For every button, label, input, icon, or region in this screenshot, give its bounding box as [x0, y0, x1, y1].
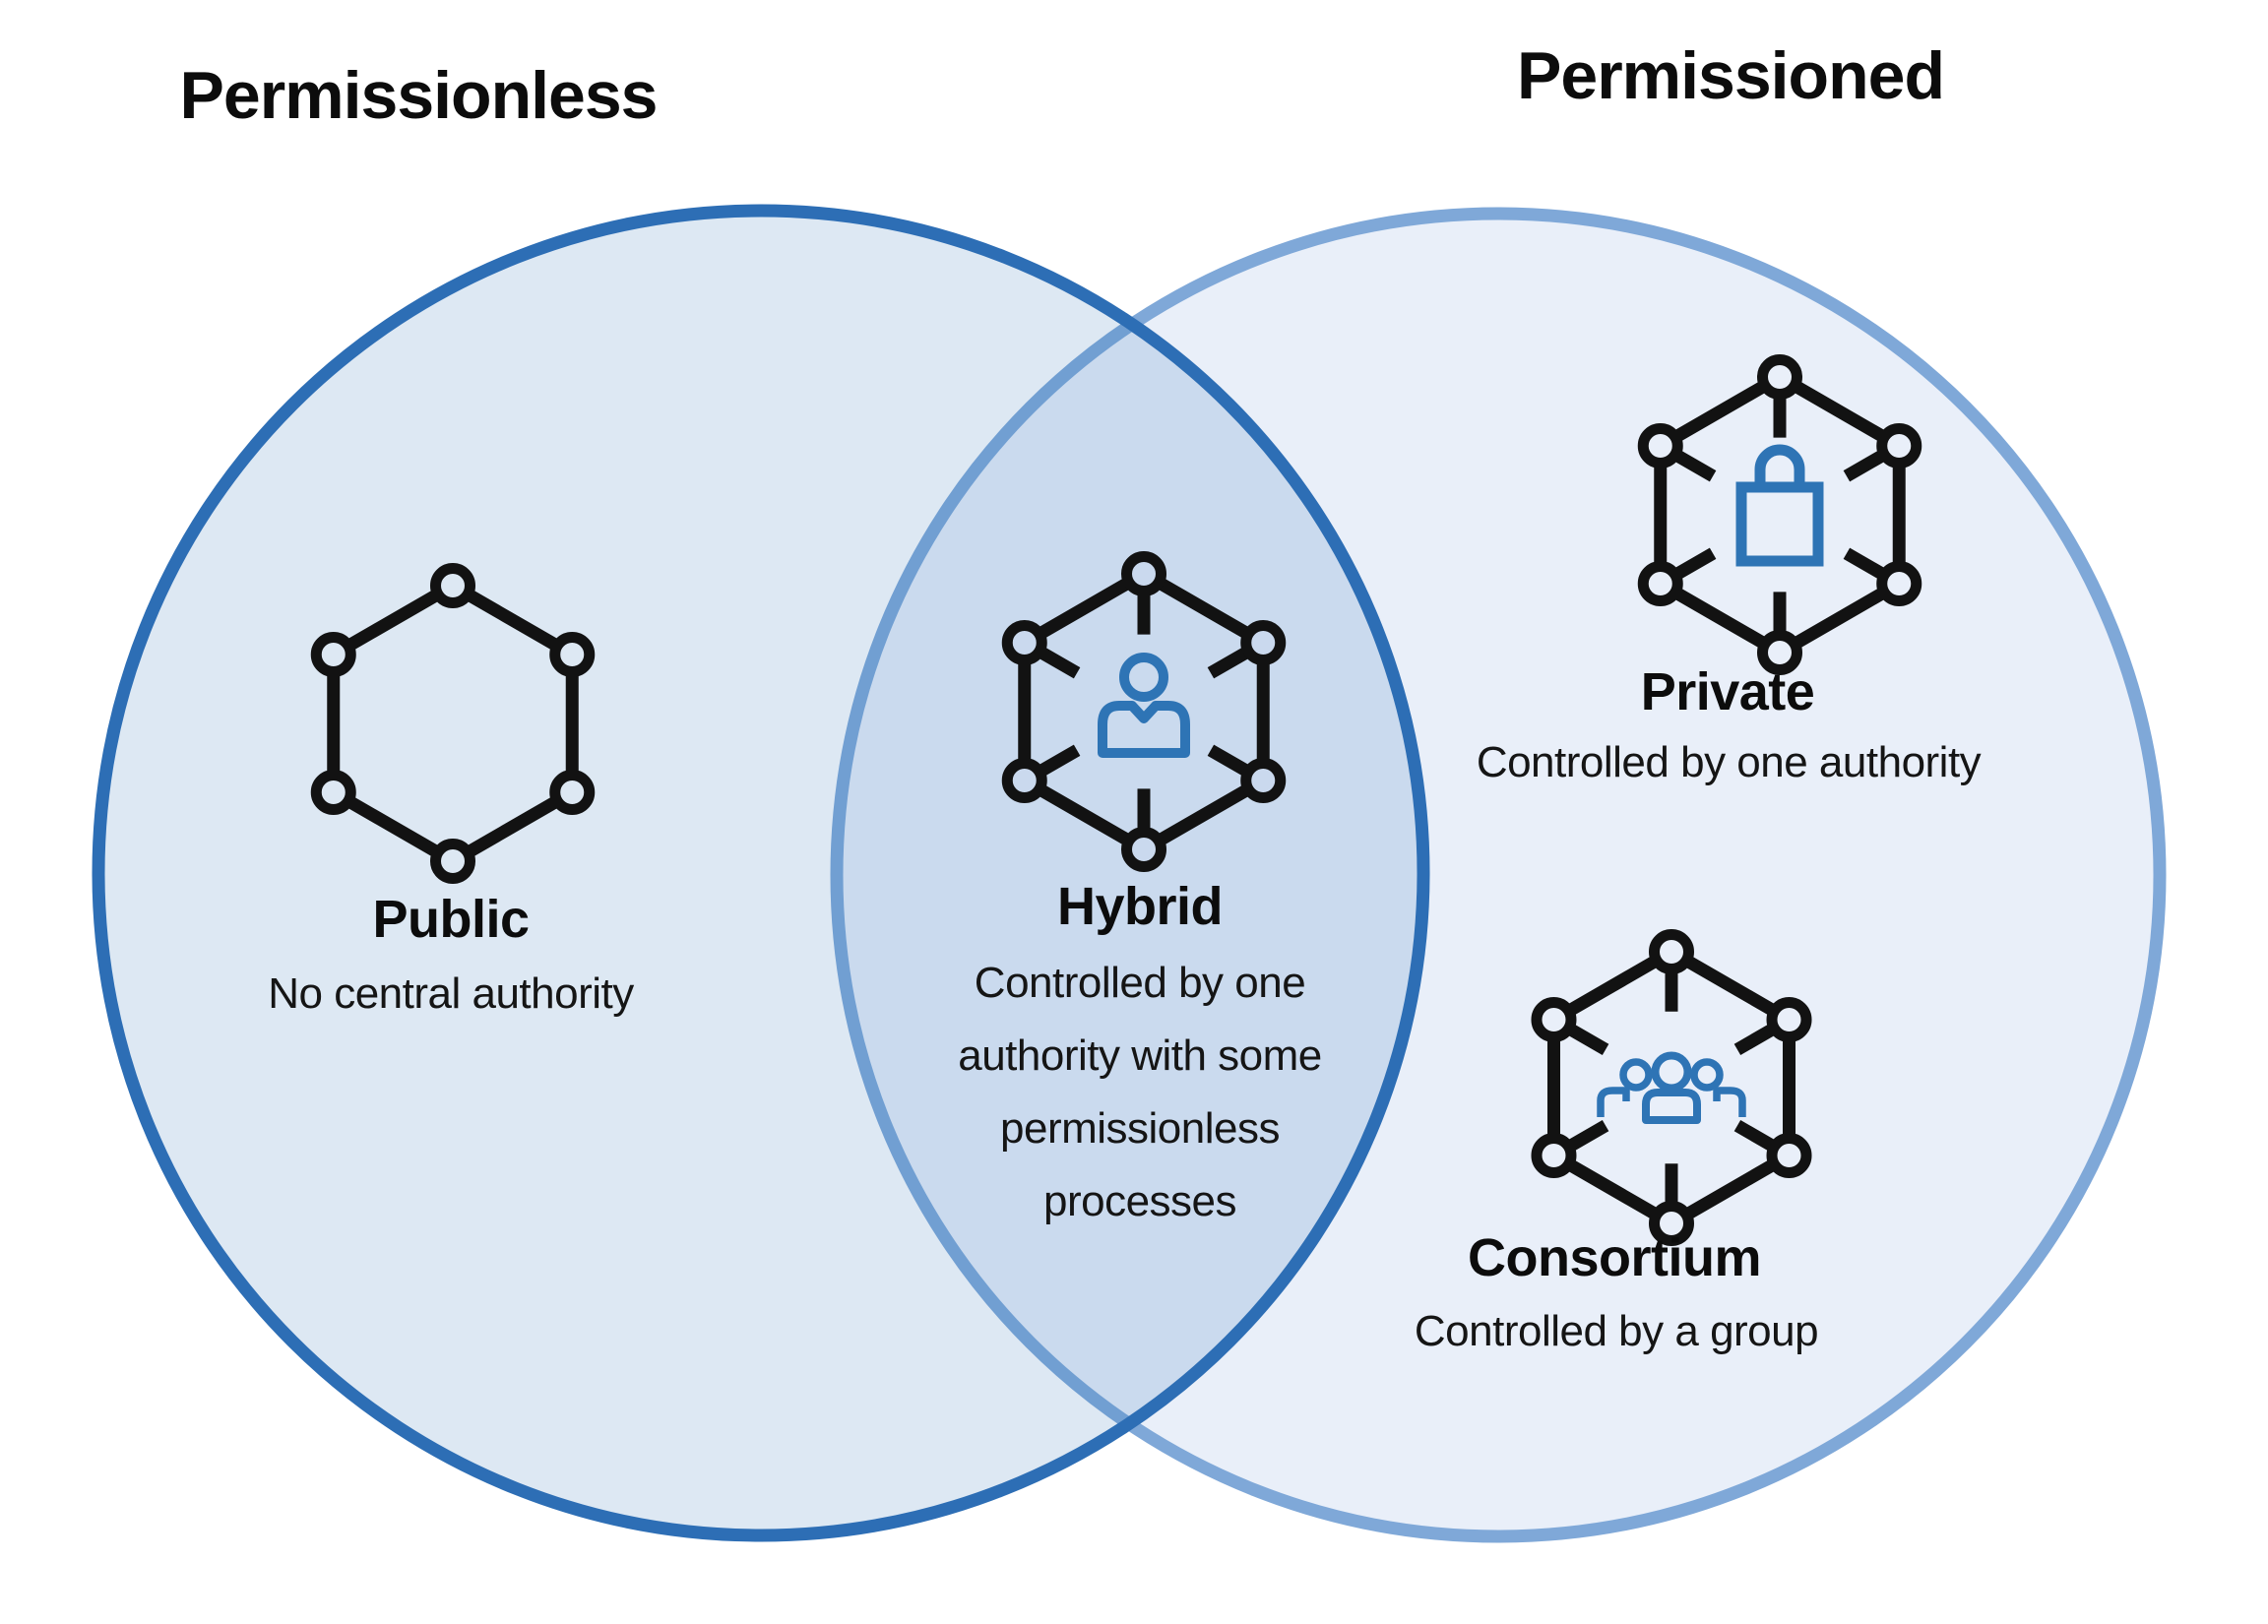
- title-permissionless: Permissionless: [179, 58, 659, 133]
- hybrid-label: Hybrid: [1056, 877, 1224, 936]
- network-lock-icon: [1637, 354, 1922, 675]
- network-hexagon-icon: [310, 563, 596, 884]
- hybrid-description: Controlled by one authority with some pe…: [958, 959, 1322, 1225]
- public-label: Public: [372, 890, 530, 949]
- network-group-icon: [1531, 929, 1812, 1246]
- private-label: Private: [1640, 662, 1815, 721]
- title-permissioned: Permissioned: [1517, 38, 1945, 113]
- public-description: No central authority: [268, 969, 634, 1018]
- consortium-label: Consortium: [1468, 1228, 1762, 1287]
- private-description: Controlled by one authority: [1476, 738, 1982, 786]
- venn-circle-permissioned: [830, 207, 2167, 1543]
- network-person-icon: [1001, 551, 1287, 872]
- venn-circle-permissionless: [92, 204, 1430, 1542]
- consortium-description: Controlled by a group: [1414, 1307, 1819, 1355]
